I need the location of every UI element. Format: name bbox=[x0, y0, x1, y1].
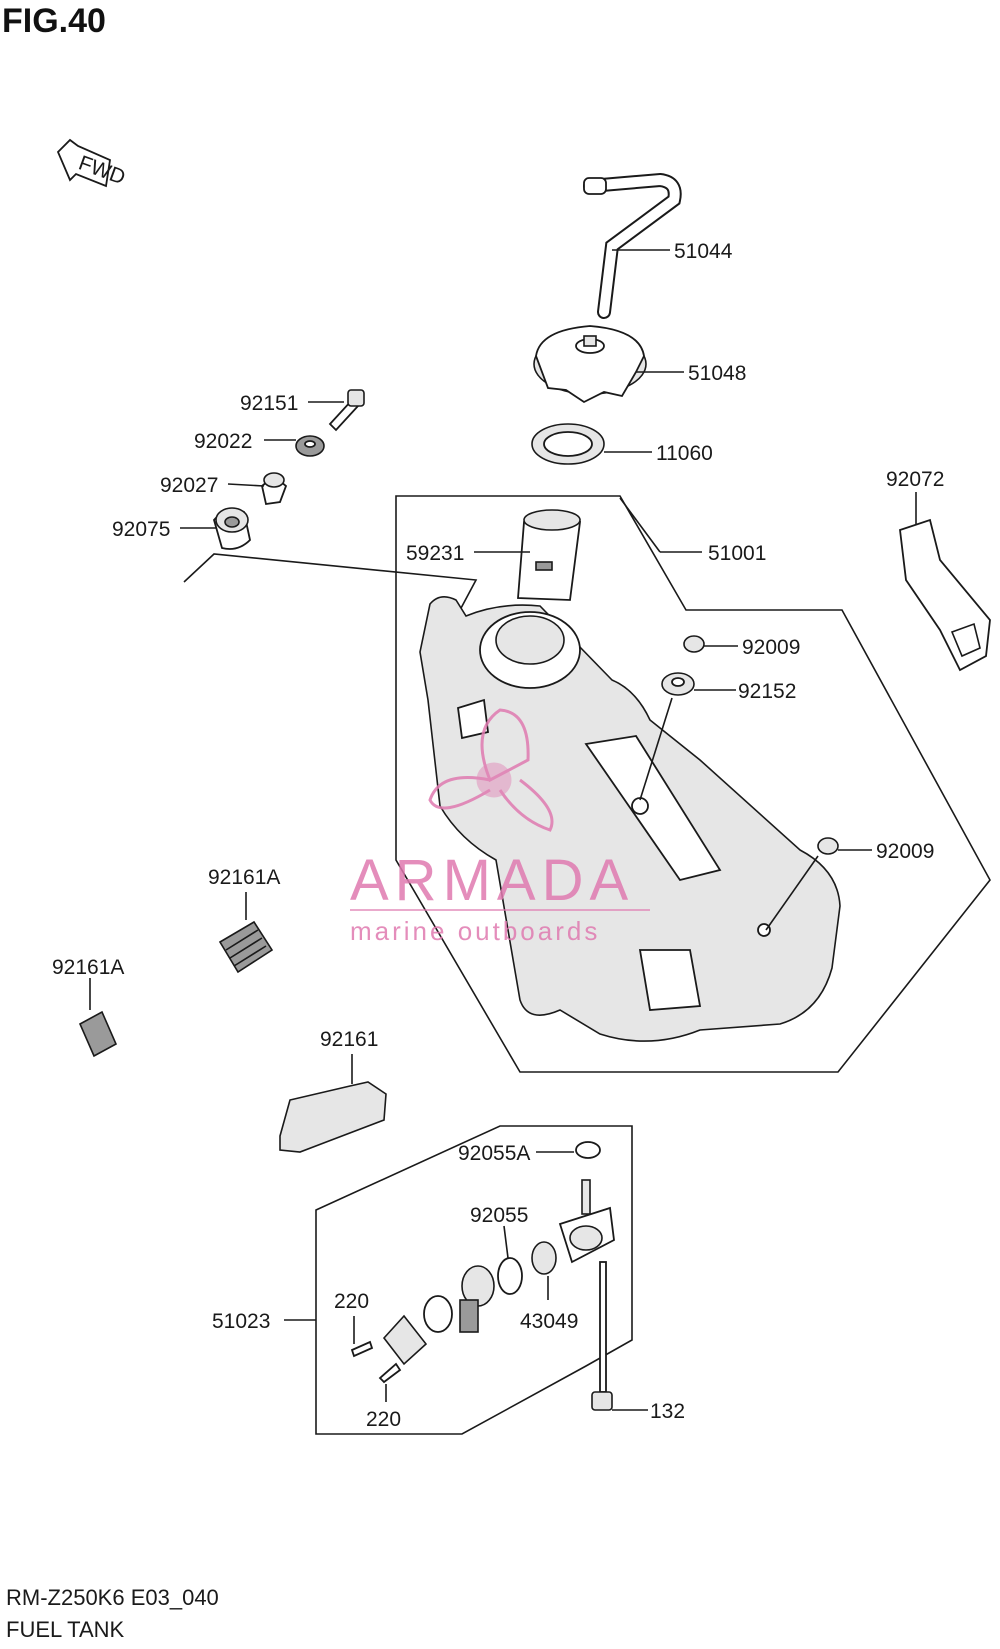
grommet-92075 bbox=[213, 507, 251, 550]
pad-92161A-large bbox=[218, 920, 274, 974]
screw-220-lower bbox=[378, 1362, 402, 1384]
part-label-92075: 92075 bbox=[112, 518, 170, 541]
part-label-220-lower: 220 bbox=[366, 1408, 401, 1431]
cock-plate bbox=[382, 1314, 428, 1366]
part-label-11060: 11060 bbox=[656, 442, 713, 465]
part-label-92055: 92055 bbox=[470, 1204, 528, 1227]
pad-92161 bbox=[279, 1081, 387, 1153]
bolt-92009-side bbox=[817, 837, 839, 855]
armada-logo-icon bbox=[428, 708, 554, 832]
watermark-tagline: marine outboards bbox=[350, 916, 600, 946]
leader-lines bbox=[89, 249, 917, 1411]
fuel-cock-group-outline bbox=[315, 1125, 633, 1435]
part-label-51044: 51044 bbox=[674, 240, 733, 263]
fuel-tank bbox=[419, 596, 841, 1042]
part-label-92027: 92027 bbox=[160, 474, 218, 497]
part-label-92151: 92151 bbox=[240, 392, 298, 415]
collar-92027 bbox=[261, 472, 288, 506]
filler-neck bbox=[517, 509, 582, 601]
oring-92055A bbox=[575, 1141, 601, 1159]
part-label-92152: 92152 bbox=[738, 680, 796, 703]
bolt-92151 bbox=[328, 389, 365, 432]
fwd-arrow-icon: FWD bbox=[56, 138, 128, 189]
watermark: ARMADA marine outboards bbox=[350, 708, 650, 946]
bolt-group-leader bbox=[183, 553, 478, 611]
part-label-59231: 59231 bbox=[406, 542, 464, 565]
diagram-code: RM-Z250K6 E03_040 bbox=[6, 1585, 219, 1610]
part-label-92022: 92022 bbox=[194, 430, 252, 453]
part-label-43049: 43049 bbox=[520, 1310, 578, 1333]
fuel-hose bbox=[583, 172, 682, 319]
fuel-cap bbox=[533, 325, 647, 404]
screw-220-upper bbox=[350, 1340, 374, 1358]
strap-92072 bbox=[899, 518, 991, 672]
fuel-strainer bbox=[459, 1265, 495, 1333]
part-label-92161A-small: 92161A bbox=[52, 956, 124, 979]
figure-title: FIG.40 bbox=[2, 2, 106, 40]
oring-plate bbox=[423, 1295, 453, 1333]
part-label-92161A-large: 92161A bbox=[208, 866, 280, 889]
washer-92022-hole bbox=[304, 440, 316, 448]
pad-92161A-small bbox=[78, 1010, 118, 1058]
watermark-name: ARMADA bbox=[350, 848, 634, 913]
bolt-92009-top bbox=[683, 635, 705, 653]
diagram-name: FUEL TANK bbox=[6, 1617, 125, 1642]
part-label-92072: 92072 bbox=[886, 468, 944, 491]
part-label-220-upper: 220 bbox=[334, 1290, 369, 1313]
part-label-132: 132 bbox=[650, 1400, 685, 1423]
tank-group-outline bbox=[395, 495, 991, 1073]
filter-43049 bbox=[531, 1241, 557, 1275]
damper-92152-hole bbox=[671, 677, 685, 687]
part-label-92055A: 92055A bbox=[458, 1142, 530, 1165]
part-label-92161: 92161 bbox=[320, 1028, 378, 1051]
part-label-51048: 51048 bbox=[688, 362, 746, 385]
cap-gasket-hole bbox=[543, 431, 593, 457]
oring-92055 bbox=[497, 1257, 523, 1295]
fuel-cock-51023 bbox=[558, 1179, 615, 1264]
part-label-51001: 51001 bbox=[708, 542, 766, 565]
bolt-132 bbox=[591, 1261, 613, 1411]
part-label-92009-top: 92009 bbox=[742, 636, 800, 659]
part-label-92009-side: 92009 bbox=[876, 840, 934, 863]
part-label-51023: 51023 bbox=[212, 1310, 270, 1333]
